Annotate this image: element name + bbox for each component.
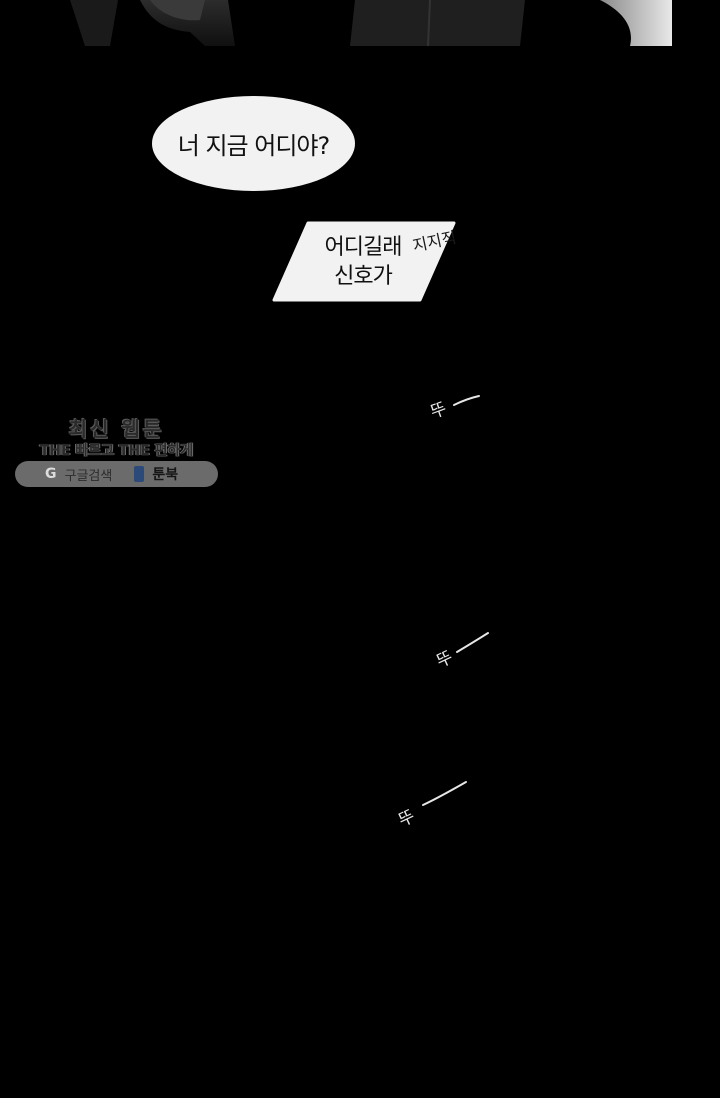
google-label: 구글검색: [64, 468, 113, 484]
sfx-beep-3-line: [422, 781, 467, 806]
sfx-beep-2: 뚜: [433, 647, 457, 673]
watermark-title: 최신 웹툰: [68, 417, 165, 441]
speech-line-1: 어디길래: [324, 234, 403, 260]
sfx-beep-1-line: [453, 395, 480, 406]
artwork-fragment: [70, 0, 672, 47]
watermark-search-bar: G 구글검색 툰북: [15, 461, 218, 487]
watermark-subtitle: THE 빠르고 THE 편하게: [39, 443, 194, 459]
book-label: 툰북: [152, 467, 179, 483]
speech-text: 너 지금 어디야?: [177, 132, 330, 160]
book-icon: [134, 466, 145, 482]
sfx-beep-2-line: [456, 632, 489, 653]
site-watermark: 최신 웹툰 THE 빠르고 THE 편하게 G 구글검색 툰북: [15, 413, 218, 487]
sfx-beep-3: 뚜: [395, 806, 419, 832]
bubble-shape: [272, 221, 456, 302]
google-icon: G: [45, 466, 57, 482]
sfx-beep-1: 뚜: [427, 398, 450, 423]
speech-bubble-parallelogram: 어디길래 신호가: [270, 221, 456, 302]
speech-bubble-oval: 너 지금 어디야?: [152, 96, 355, 191]
speech-line-2: 신호가: [334, 263, 393, 289]
